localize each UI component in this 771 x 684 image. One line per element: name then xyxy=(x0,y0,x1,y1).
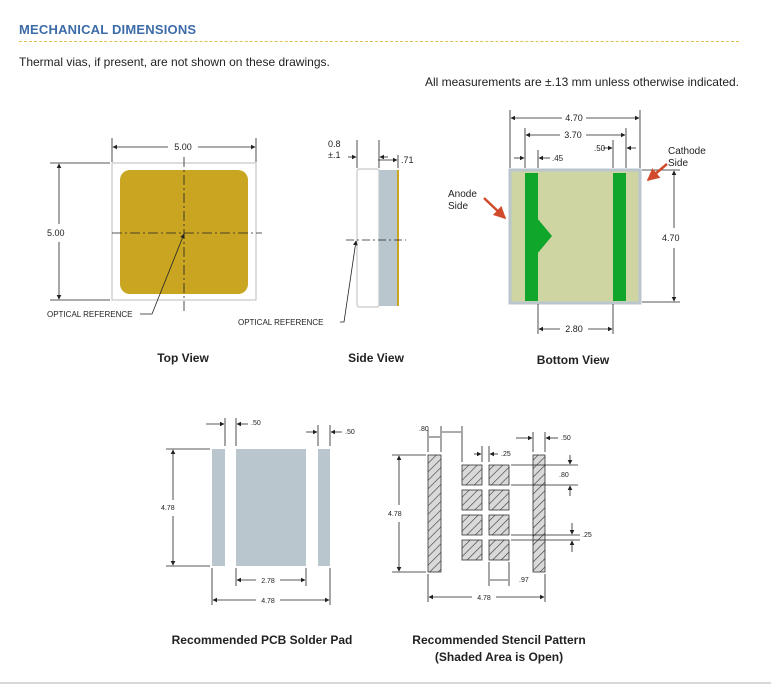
pcb-pad-left xyxy=(212,449,225,566)
top-width-dim: 5.00 xyxy=(174,142,192,152)
cathode-arrow xyxy=(646,163,668,182)
side-height-dim: 0.8 xyxy=(328,139,341,149)
pcb-solder-pad-view: .50 .50 4.78 2.78 4.78 xyxy=(161,418,355,605)
top-view-caption: Top View xyxy=(157,351,209,365)
section-title: MECHANICAL DIMENSIONS xyxy=(19,22,197,37)
stencil-cell-width-dim: .97 xyxy=(519,577,529,584)
stencil-cell xyxy=(488,514,510,536)
stencil-cell xyxy=(461,489,483,511)
bottom-view-caption: Bottom View xyxy=(536,353,610,367)
anode-pad xyxy=(525,173,538,301)
anode-label-line2: Side xyxy=(448,201,468,212)
stencil-cell xyxy=(488,539,510,561)
bottom-height-dim: 4.70 xyxy=(662,233,680,243)
stencil-bar-right xyxy=(532,454,546,573)
anode-arrow xyxy=(483,197,507,220)
pcb-height-dim: 4.78 xyxy=(161,505,175,512)
top-height-dim: 5.00 xyxy=(47,228,65,238)
side-height-tol: ±.1 xyxy=(328,150,340,160)
stencil-height-dim: 4.78 xyxy=(388,511,402,518)
bottom-pad-width-dim: .50 xyxy=(594,144,606,153)
tolerance-note: All measurements are ±.13 mm unless othe… xyxy=(424,75,739,89)
top-view: 5.00 5.00 OPTICAL REFERENCE xyxy=(47,138,262,319)
stencil-total-width-dim: 4.78 xyxy=(477,595,491,602)
stencil-caption-line2: (Shaded Area is Open) xyxy=(434,650,564,664)
stencil-left-dim: .80 xyxy=(419,426,429,433)
stencil-cell xyxy=(461,514,483,536)
side-optical-reference: OPTICAL REFERENCE xyxy=(238,318,324,327)
pcb-total-width-dim: 4.78 xyxy=(261,598,275,605)
cathode-label-line2: Side xyxy=(668,158,688,169)
pcb-pad-caption: Recommended PCB Solder Pad xyxy=(171,633,353,647)
cathode-label-line1: Cathode xyxy=(668,146,706,157)
stencil-gap-dim: .25 xyxy=(501,451,511,458)
stencil-cell-dim: .80 xyxy=(559,472,569,479)
stencil-caption-line1: Recommended Stencil Pattern xyxy=(412,633,586,647)
bottom-offset-dim: .45 xyxy=(552,154,564,163)
bottom-center-pad-dim: 2.80 xyxy=(565,324,583,334)
side-phosphor-edge xyxy=(397,170,399,306)
side-lens-body xyxy=(356,168,380,308)
stencil-cells xyxy=(461,464,510,561)
page-bottom-rule xyxy=(0,682,771,684)
stencil-bar-left xyxy=(427,454,442,573)
anode-marker xyxy=(537,218,552,254)
section-divider xyxy=(19,41,739,42)
side-view: 0.8 ±.1 .71 OPTICAL REFERENCE xyxy=(238,139,414,327)
stencil-right-dim: .50 xyxy=(561,435,571,442)
stencil-cell xyxy=(488,464,510,486)
stencil-cell xyxy=(488,489,510,511)
bottom-pad-span-dim: 3.70 xyxy=(564,130,582,140)
pcb-pad-width-right: .50 xyxy=(345,429,355,436)
bottom-width-dim: 4.70 xyxy=(565,113,583,123)
side-thickness-dim: .71 xyxy=(401,155,414,165)
anode-label-line1: Anode xyxy=(448,189,477,200)
pcb-center-width-dim: 2.78 xyxy=(261,578,275,585)
stencil-cell xyxy=(461,464,483,486)
pcb-pad-center xyxy=(236,449,306,566)
pcb-pad-width-left: .50 xyxy=(251,420,261,427)
top-optical-reference: OPTICAL REFERENCE xyxy=(47,310,133,319)
stencil-view: .80 .25 .50 .80 .25 4.78 xyxy=(388,426,592,602)
side-substrate xyxy=(379,170,397,306)
vias-note: Thermal vias, if present, are not shown … xyxy=(19,55,330,69)
stencil-spacing-dim: .25 xyxy=(582,532,592,539)
side-view-caption: Side View xyxy=(348,351,404,365)
stencil-cell xyxy=(461,539,483,561)
pcb-pad-right xyxy=(318,449,330,566)
bottom-view: 4.70 3.70 .50 .45 4.70 2.80 Anode Side C… xyxy=(448,110,706,334)
cathode-pad xyxy=(613,173,626,301)
